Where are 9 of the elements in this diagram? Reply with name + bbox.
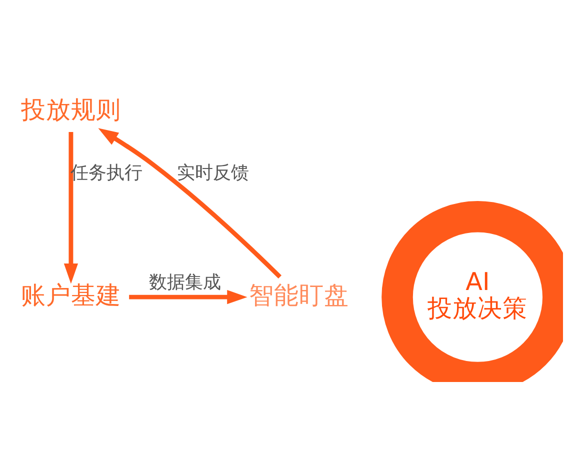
arrow — [98, 128, 282, 279]
arrow — [64, 132, 78, 284]
arrow — [129, 290, 248, 304]
edge-label: 数据集成 — [148, 272, 221, 293]
node-circle: AI 投放决策 — [382, 200, 563, 382]
edge-label: 实时反馈 — [176, 162, 249, 184]
node-text: 智能盯盘 — [248, 280, 349, 310]
node-text: 投放规则 — [20, 94, 121, 124]
node-text: 账户基建 — [20, 280, 121, 310]
